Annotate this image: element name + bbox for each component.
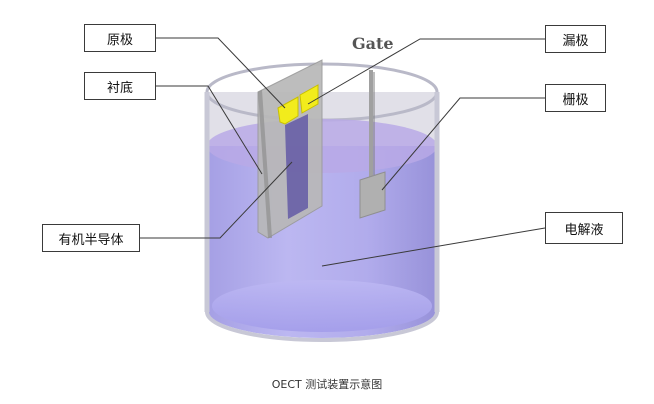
gate-electrode — [359, 70, 386, 219]
substrate-label: 衬底 — [84, 72, 156, 100]
leader-line-drain — [307, 38, 545, 105]
drain-label: 漏极 — [545, 25, 606, 53]
electrolyte-bottom — [212, 280, 432, 332]
gate-plate — [359, 171, 386, 219]
gate-electrode-label: 栅极 — [545, 84, 606, 112]
leader-lines — [140, 37, 546, 267]
leader-line-gate — [381, 97, 545, 191]
container-bottom-edge — [205, 311, 439, 342]
leader-line-source — [155, 37, 286, 109]
leader-line-substrate — [155, 85, 263, 175]
drain-electrode — [299, 84, 319, 114]
leader-line-electrolyte — [321, 227, 546, 267]
figure-caption: OECT 测试装置示意图 — [271, 378, 383, 391]
organic-semiconductor-label: 有机半导体 — [42, 224, 140, 252]
organic-semiconductor-channel — [285, 114, 308, 219]
source-label: 原极 — [84, 24, 156, 52]
gate-label: Gate — [352, 34, 394, 53]
electrolyte-label: 电解液 — [545, 212, 623, 244]
leader-line-semiconductor — [140, 161, 293, 239]
source-electrode — [277, 96, 299, 125]
substrate-edge — [258, 90, 272, 238]
